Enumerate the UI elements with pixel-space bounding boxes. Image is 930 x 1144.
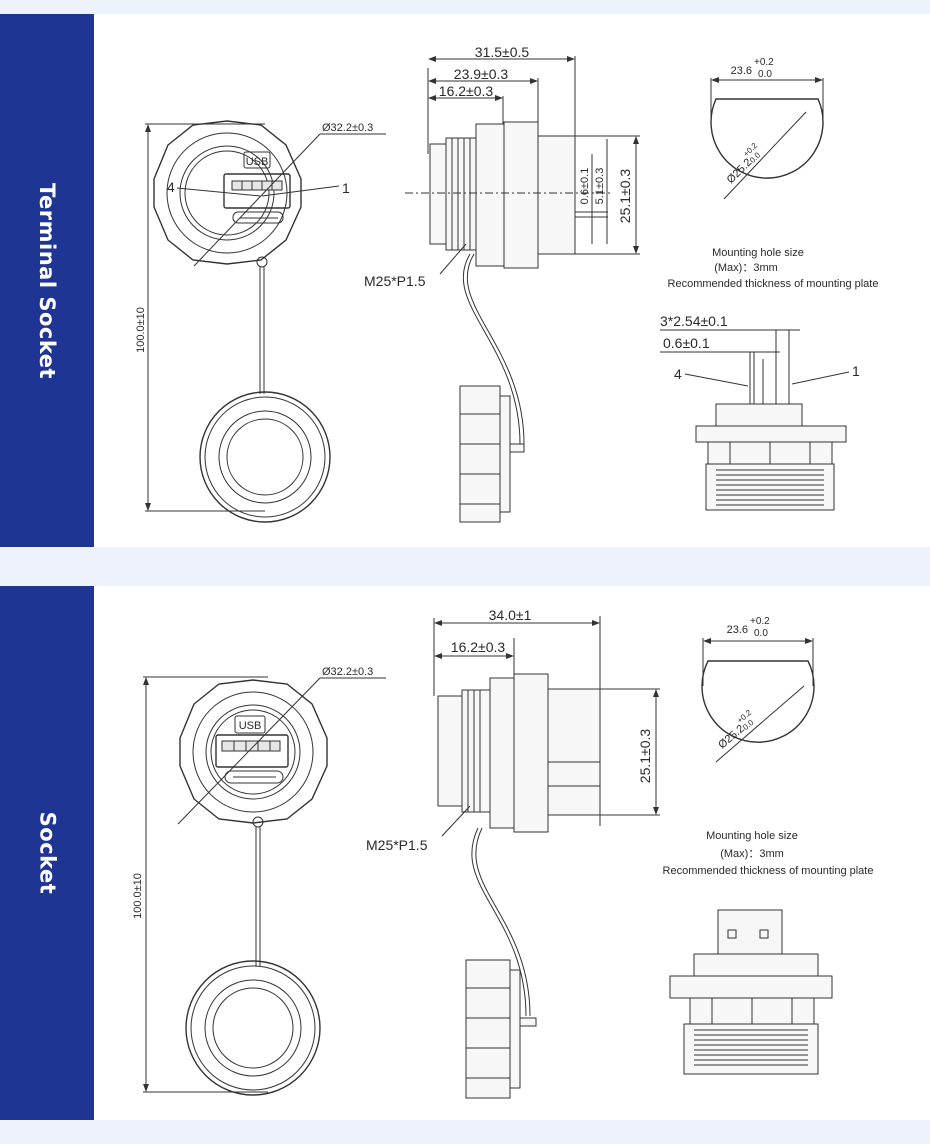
lanyard-loop [256,256,268,268]
brand-logo-icon [224,770,284,784]
hole-note-2: (Max)：3mm [714,262,778,274]
side-dim-middle: 23.9±0.3 [454,66,509,82]
front-diameter-label: Ø32.2±0.3 [322,666,373,678]
side-view: 34.0±1 16.2±0.3 25.1±0.3 M25*P1.5 [366,607,660,1099]
hole-width-upper: +0.2 [750,616,770,627]
socket-profile-view [669,909,833,1075]
usb-badge [243,151,271,169]
pin-view: 3*2.54±0.1 0.6±0.1 4 1 [660,313,860,511]
front-pin-1-label: 1 [342,180,350,196]
usb-badge-label: USB [239,720,262,732]
usb-port [215,734,289,768]
terminal-socket-drawing: 100.0±10 USB 4 1 Ø32.2±0.3 [135,44,879,523]
front-pin-4-label: 4 [167,179,175,195]
hole-note-3: Recommended thickness of mounting plate [663,865,874,877]
hole-width-base: 23.6 [727,624,748,636]
side-thread-label: M25*P1.5 [366,837,428,853]
hole-width-base: 23.6 [731,65,752,77]
usb-badge-label: USB [246,156,269,168]
side-pin-width-label: 0.6±0.1 [579,168,591,205]
pin-width-label: 0.6±0.1 [663,335,710,351]
hole-note-1: Mounting hole size [712,247,804,259]
section-band: Terminal Socket [0,14,94,547]
terminal-socket-panel: Terminal Socket 100.0±10 USB [0,14,930,547]
socket-drawing: 100.0±10 USB Ø32.2±0.3 [132,607,874,1099]
brand-logo-icon [232,211,284,224]
hole-note-1: Mounting hole size [706,830,798,842]
side-dim-overall: 34.0±1 [489,607,532,623]
lanyard-loop [252,816,264,828]
front-length-label: 100.0±10 [135,307,147,353]
hole-note-2: (Max)：3mm [720,848,784,860]
hole-note-3: Recommended thickness of mounting plate [668,278,879,290]
front-view: 100.0±10 USB 4 1 Ø32.2±0.3 [135,120,386,523]
side-pin-length-label: 5.1±0.3 [594,168,606,205]
pin-4-label: 4 [674,366,682,382]
usb-port [223,173,291,209]
pin-1-label: 1 [852,363,860,379]
pin-pitch-label: 3*2.54±0.1 [660,313,728,329]
side-dim-overall: 31.5±0.5 [475,44,530,60]
side-height-label: 25.1±0.3 [617,169,633,224]
front-view: 100.0±10 USB Ø32.2±0.3 [132,666,386,1096]
socket-panel: Socket 100.0±10 USB Ø32 [0,586,930,1120]
usb-badge [234,715,266,734]
dust-cap [185,960,321,1096]
side-dim-thread: 16.2±0.3 [451,639,506,655]
side-height-label: 25.1±0.3 [637,729,653,784]
mounting-hole-view: 23.6 +0.2 0.0 Ø25.2 +0.2 0.0 Mounting ho… [663,616,874,877]
front-length-label: 100.0±10 [132,873,144,919]
side-thread-label: M25*P1.5 [364,273,426,289]
side-view: 31.5±0.5 23.9±0.3 16.2±0.3 25.1±0.3 [364,44,640,523]
mounting-hole-view: 23.6 +0.2 0.0 Ø25.2 +0.2 0.0 Mounting ho… [668,57,879,290]
side-dim-thread: 16.2±0.3 [439,83,494,99]
hole-width-lower: 0.0 [758,69,772,80]
section-band: Socket [0,586,94,1120]
hole-width-upper: +0.2 [754,57,774,68]
dust-cap [199,391,331,523]
hole-width-lower: 0.0 [754,628,768,639]
front-diameter-label: Ø32.2±0.3 [322,122,373,134]
